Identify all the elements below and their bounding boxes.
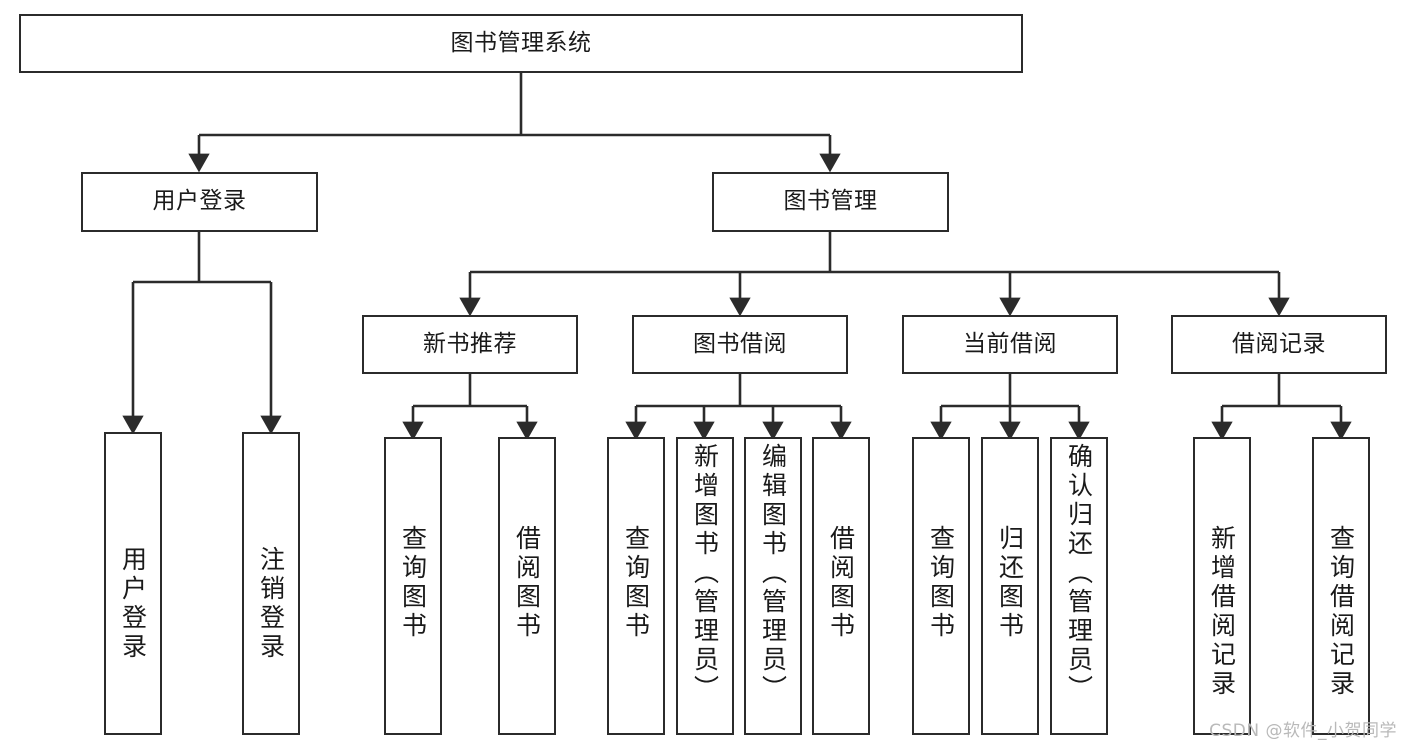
- leaf-user-login-signin[interactable]: 用户登录: [104, 432, 162, 735]
- node-borrow-record[interactable]: 借阅记录: [1171, 315, 1387, 374]
- node-label: 图书借阅: [693, 330, 787, 357]
- node-label: 查询借阅记录: [1326, 525, 1356, 699]
- node-label: 编辑图书（管理员）: [758, 443, 788, 704]
- node-label: 图书管理: [783, 188, 878, 215]
- node-label: 借阅图书: [826, 525, 856, 641]
- node-label: 注销登录: [256, 546, 286, 662]
- node-label: 新增借阅记录: [1207, 525, 1237, 699]
- node-label: 借阅图书: [512, 525, 542, 641]
- leaf-current-borrow-confirm-return[interactable]: 确认归还（管理员）: [1050, 437, 1108, 735]
- node-label: 查询图书: [926, 525, 956, 641]
- node-user-login[interactable]: 用户登录: [81, 172, 318, 232]
- node-new-book-recommend[interactable]: 新书推荐: [362, 315, 578, 374]
- leaf-current-borrow-return[interactable]: 归还图书: [981, 437, 1039, 735]
- leaf-user-login-signout[interactable]: 注销登录: [242, 432, 300, 735]
- node-current-borrow[interactable]: 当前借阅: [902, 315, 1118, 374]
- node-label: 查询图书: [621, 525, 651, 641]
- node-label: 用户登录: [118, 546, 148, 662]
- node-label: 新增图书（管理员）: [690, 443, 720, 704]
- leaf-borrow-record-add[interactable]: 新增借阅记录: [1193, 437, 1251, 735]
- node-book-management[interactable]: 图书管理: [712, 172, 949, 232]
- leaf-book-borrow-edit[interactable]: 编辑图书（管理员）: [744, 437, 802, 735]
- node-root-system[interactable]: 图书管理系统: [19, 14, 1023, 73]
- leaf-book-borrow-query[interactable]: 查询图书: [607, 437, 665, 735]
- leaf-new-book-query[interactable]: 查询图书: [384, 437, 442, 735]
- node-label: 用户登录: [152, 188, 247, 215]
- leaf-new-book-borrow[interactable]: 借阅图书: [498, 437, 556, 735]
- leaf-book-borrow-add[interactable]: 新增图书（管理员）: [676, 437, 734, 735]
- leaf-current-borrow-query[interactable]: 查询图书: [912, 437, 970, 735]
- node-label: 当前借阅: [963, 330, 1057, 357]
- node-label: 图书管理系统: [450, 29, 592, 56]
- leaf-book-borrow-lend[interactable]: 借阅图书: [812, 437, 870, 735]
- watermark-text: CSDN @软件_小贺同学: [1209, 721, 1397, 741]
- node-label: 新书推荐: [423, 330, 517, 357]
- node-label: 查询图书: [398, 525, 428, 641]
- node-label: 借阅记录: [1232, 330, 1326, 357]
- node-label: 确认归还（管理员）: [1064, 443, 1094, 704]
- leaf-borrow-record-query[interactable]: 查询借阅记录: [1312, 437, 1370, 735]
- node-book-borrow[interactable]: 图书借阅: [632, 315, 848, 374]
- node-label: 归还图书: [995, 525, 1025, 641]
